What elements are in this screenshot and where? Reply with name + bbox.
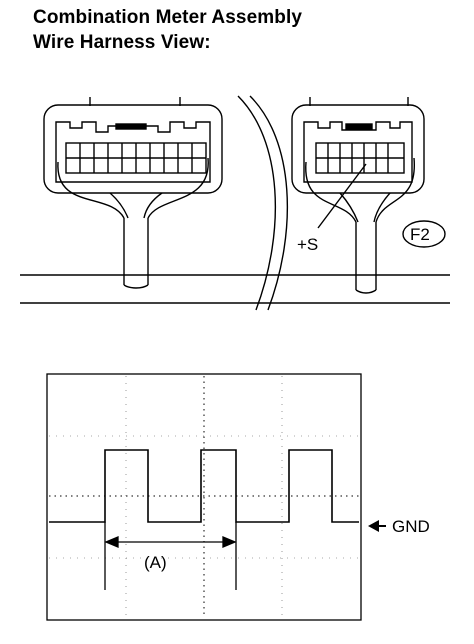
period-label: (A) bbox=[144, 553, 167, 572]
period-indicator bbox=[104, 522, 237, 590]
terminal-label: +S bbox=[297, 235, 318, 254]
left-connector bbox=[43, 97, 223, 289]
gnd-label: GND bbox=[392, 517, 430, 536]
harness-band bbox=[20, 274, 450, 304]
title-line-1: Combination Meter Assembly bbox=[33, 7, 302, 28]
connector-code-circle bbox=[402, 220, 446, 248]
waveform-trace bbox=[49, 449, 359, 523]
title-line-2: Wire Harness View: bbox=[33, 32, 211, 53]
connector-code: F2 bbox=[410, 225, 430, 244]
break-curves bbox=[237, 95, 289, 311]
oscilloscope-screen bbox=[46, 373, 362, 621]
right-connector bbox=[291, 97, 425, 294]
gnd-arrow-icon bbox=[368, 520, 386, 532]
